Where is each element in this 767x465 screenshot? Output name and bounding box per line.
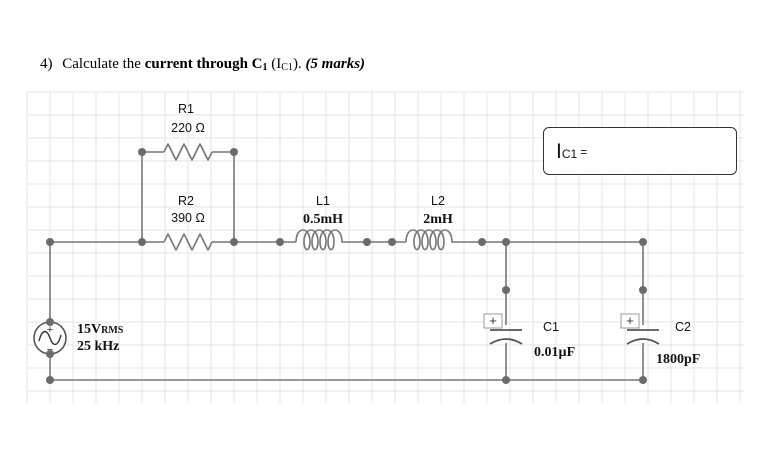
resistors	[163, 143, 213, 251]
component-labels: R1 220 Ω R2 390 Ω L1 L2 C1 C2	[171, 102, 691, 334]
circuit-wires	[49, 151, 644, 381]
node-l1-left	[276, 238, 284, 246]
answer-label-sub: C1	[561, 147, 578, 161]
l2-name-label: L2	[431, 194, 445, 208]
source-plus-sign: +	[47, 324, 53, 336]
source-voltage-value: 15V	[77, 322, 101, 337]
l1-value-label: 0.5mH	[303, 212, 343, 227]
circuit-nodes	[46, 148, 647, 384]
inductor-l2-symbol	[405, 229, 460, 251]
node-c1-top-junction	[502, 238, 510, 246]
answer-input[interactable]	[620, 136, 732, 168]
node-r1-right	[230, 148, 238, 156]
question-text: 4) Calculate the current through C1 (IC1…	[40, 56, 365, 73]
c2-polarity-box	[620, 313, 640, 329]
r2-value-label: 390 Ω	[171, 211, 205, 225]
source-frequency-label: 25 kHz	[77, 339, 119, 354]
source-voltage-suffix: RMS	[101, 325, 124, 336]
node-c2-upper	[639, 286, 647, 294]
resistor-r2-symbol	[163, 233, 213, 251]
node-source-bottom	[46, 350, 54, 358]
c1-value-label: 0.01µF	[534, 345, 575, 360]
node-bottom-left	[46, 376, 54, 384]
component-values-serif: 0.5mH 2mH 0.01µF 1800pF 15VRMS 25 kHz	[77, 212, 700, 367]
l2-value-label: 2mH	[423, 212, 453, 227]
answer-box: IC1=	[543, 127, 737, 175]
l1-name-label: L1	[316, 194, 330, 208]
question-paren-open: (I	[271, 56, 282, 72]
node-r2-right	[230, 238, 238, 246]
c1-polarity-box	[483, 313, 503, 329]
capacitor-c2-plate-bottom	[626, 338, 660, 345]
r1-value-label: 220 Ω	[171, 121, 205, 135]
c1-name-label: C1	[543, 320, 559, 334]
grid-background	[26, 91, 745, 403]
question-paren-close: ).	[292, 56, 302, 72]
node-top-left	[46, 238, 54, 246]
node-l2-left	[388, 238, 396, 246]
node-c2-bottom	[639, 376, 647, 384]
capacitors	[489, 329, 660, 345]
node-l2-right	[478, 238, 486, 246]
c2-value-label: 1800pF	[656, 352, 700, 367]
r2-name-label: R2	[178, 194, 194, 208]
answer-equals: =	[580, 145, 588, 159]
question-component-sub: 1	[262, 62, 268, 73]
capacitor-c1-plate-bottom	[489, 338, 523, 345]
node-c1-bottom	[502, 376, 510, 384]
question-component: C	[251, 56, 263, 72]
c2-polarity-sign: +	[626, 313, 634, 328]
node-source-top	[46, 318, 54, 326]
question-paren-sub: C1	[281, 62, 293, 73]
r1-name-label: R1	[178, 102, 194, 116]
node-l1-right	[363, 238, 371, 246]
sine-wave-icon	[38, 330, 62, 346]
resistor-r1-symbol	[163, 143, 213, 161]
inductor-l1-symbol	[295, 229, 350, 251]
node-r2-left	[138, 238, 146, 246]
answer-label: IC1=	[556, 140, 587, 164]
question-bold-phrase: current through	[144, 56, 248, 72]
answer-label-main: I	[556, 140, 562, 163]
node-c2-top-junction	[639, 238, 647, 246]
capacitor-polarity-boxes: + +	[483, 313, 640, 329]
question-number: 4)	[40, 56, 53, 72]
node-r1-left	[138, 148, 146, 156]
node-c1-upper	[502, 286, 510, 294]
c1-polarity-sign: +	[489, 313, 497, 328]
source-voltage-label: 15VRMS	[77, 322, 124, 337]
inductors	[295, 229, 460, 251]
question-prefix: Calculate the	[62, 56, 141, 72]
question-marks: (5 marks)	[305, 56, 366, 72]
c2-name-label: C2	[675, 320, 691, 334]
